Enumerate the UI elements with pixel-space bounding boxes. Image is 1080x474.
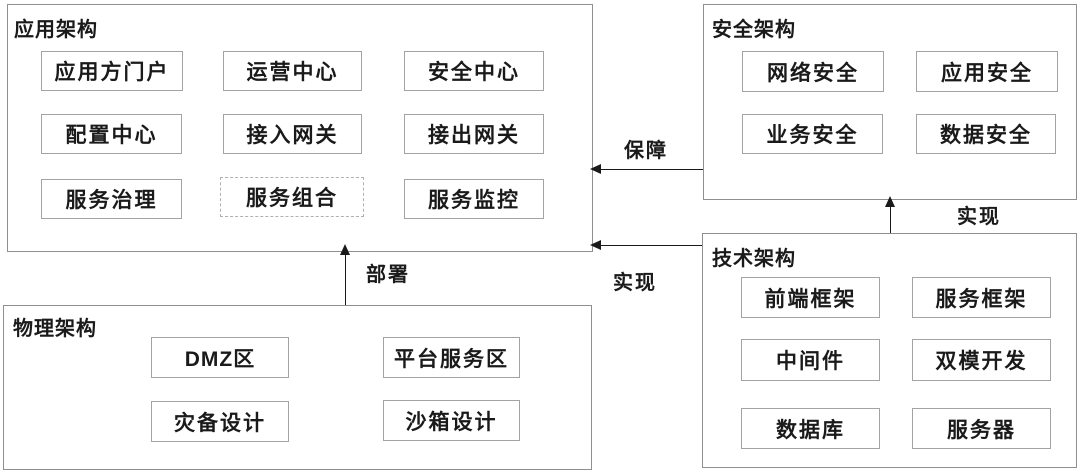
node-application-security: 应用安全: [916, 51, 1058, 92]
node-app-portal: 应用方门户: [41, 51, 183, 91]
node-database: 数据库: [741, 408, 880, 449]
node-server: 服务器: [912, 408, 1051, 449]
arrow-line: [598, 169, 703, 170]
node-config-center: 配置中心: [41, 114, 182, 154]
node-service-monitoring: 服务监控: [404, 179, 544, 219]
node-outbound-gateway: 接出网关: [404, 114, 544, 154]
arrow-label: 实现: [613, 272, 657, 294]
arrowhead-left-icon: [590, 164, 601, 174]
panel-security-architecture: 安全架构 网络安全 应用安全 业务安全 数据安全: [703, 4, 1077, 200]
panel-physical-architecture: 物理架构 DMZ区 平台服务区 灾备设计 沙箱设计: [3, 305, 592, 470]
node-service-governance: 服务治理: [41, 179, 182, 219]
arrow-line: [890, 202, 891, 233]
node-service-composition: 服务组合: [220, 177, 364, 217]
node-business-security: 业务安全: [742, 114, 883, 154]
arrow-label: 保障: [624, 140, 668, 162]
panel-technical-architecture: 技术架构 前端框架 服务框架 中间件 双模开发 数据库 服务器: [702, 233, 1077, 468]
node-dmz-zone: DMZ区: [151, 337, 289, 378]
panel-application-architecture: 应用架构 应用方门户 运营中心 安全中心 配置中心 接入网关 接出网关 服务治理…: [7, 4, 593, 252]
arrow-label: 部署: [366, 264, 410, 286]
arrowhead-left-icon: [590, 240, 601, 250]
node-disaster-recovery-design: 灾备设计: [151, 401, 289, 442]
arrow-line: [345, 252, 346, 305]
node-frontend-framework: 前端框架: [741, 277, 880, 318]
panel-title: 技术架构: [712, 248, 796, 270]
arrow-label: 实现: [957, 206, 1001, 228]
node-middleware: 中间件: [741, 339, 880, 381]
node-bimodal-development: 双模开发: [912, 339, 1051, 381]
arrow-line: [598, 245, 702, 246]
node-service-framework: 服务框架: [912, 277, 1051, 318]
arrowhead-up-icon: [885, 196, 895, 207]
node-network-security: 网络安全: [742, 51, 884, 92]
node-operation-center: 运营中心: [223, 51, 362, 91]
panel-title: 安全架构: [712, 19, 796, 41]
node-platform-service-zone: 平台服务区: [383, 337, 520, 378]
node-inbound-gateway: 接入网关: [223, 114, 362, 154]
node-sandbox-design: 沙箱设计: [383, 400, 520, 441]
panel-title: 应用架构: [14, 19, 98, 41]
node-security-center: 安全中心: [404, 51, 544, 91]
arrowhead-up-icon: [340, 244, 350, 255]
panel-title: 物理架构: [13, 318, 97, 340]
node-data-security: 数据安全: [916, 114, 1056, 154]
